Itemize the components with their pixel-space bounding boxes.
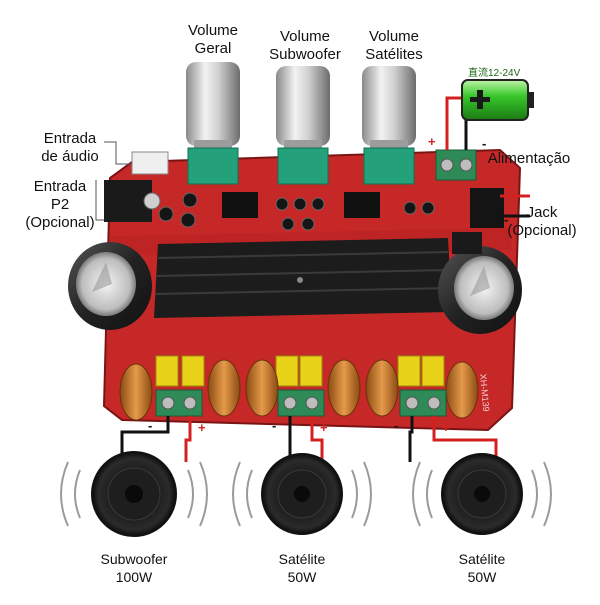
speaker-wires — [120, 416, 498, 462]
p2-jack-hole — [143, 192, 161, 210]
power-minus: - — [482, 136, 486, 151]
knob-volume-geral[interactable] — [186, 62, 240, 185]
jack-minus: - — [504, 212, 508, 227]
battery-voltage-text: 直流12-24V — [468, 66, 521, 79]
heatsink — [154, 238, 452, 318]
label-jack: Jack(Opcional) — [507, 204, 577, 239]
inductors — [119, 359, 479, 421]
sat2-minus: - — [394, 418, 398, 433]
speaker-satelite-1 — [232, 453, 372, 535]
output-terminal-satelite-1[interactable] — [277, 389, 325, 417]
leader-lines — [95, 141, 132, 221]
yellow-capacitors — [155, 355, 445, 387]
battery-icon — [461, 79, 534, 121]
op-amp-ic-left — [222, 192, 258, 218]
speaker-subwoofer — [60, 451, 208, 537]
sub-plus: + — [198, 420, 206, 435]
silkscreen-label: XH-M139 — [478, 373, 491, 412]
output-terminal-subwoofer[interactable] — [155, 389, 203, 417]
power-switch[interactable] — [452, 232, 482, 254]
jack-plus: + — [504, 180, 512, 195]
small-capacitors — [158, 192, 435, 231]
sat1-plus: + — [320, 420, 328, 435]
power-plus: + — [428, 134, 436, 149]
capacitor-right — [438, 246, 522, 334]
sat2-plus: + — [442, 420, 450, 435]
speaker-satelite-2 — [412, 453, 552, 535]
capacitor-left — [68, 242, 152, 330]
op-amp-ic-right — [344, 192, 380, 218]
sat1-minus: - — [272, 418, 276, 433]
audio-input-connector[interactable] — [131, 151, 169, 175]
sub-minus: - — [148, 418, 152, 433]
label-alimentacao: Alimentação — [487, 150, 571, 167]
dc-jack[interactable] — [470, 188, 504, 228]
knob-volume-satelites[interactable] — [362, 66, 416, 185]
output-terminal-satelite-2[interactable] — [399, 389, 447, 417]
knob-volume-subwoofer[interactable] — [276, 66, 330, 185]
